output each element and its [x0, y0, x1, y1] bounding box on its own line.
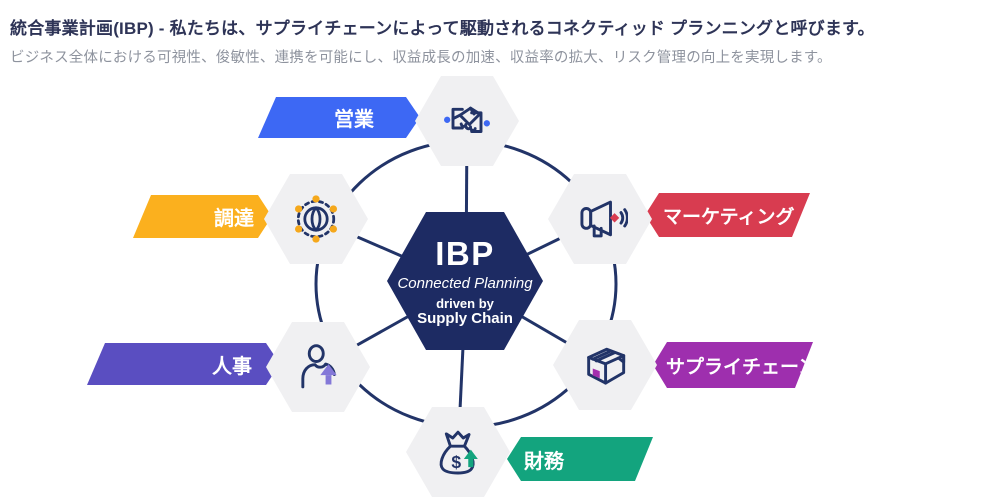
up-arrow: [320, 364, 337, 385]
accent-dot-right: [483, 120, 490, 127]
dept-label-hr: 人事: [87, 343, 280, 385]
ibp-acronym: IBP: [435, 234, 495, 272]
network-nodes: [295, 195, 337, 243]
megaphone-icon: [580, 200, 628, 238]
ibp-supply-chain-text: Supply Chain: [417, 310, 513, 328]
person-growth-icon: [301, 344, 337, 389]
hexagon-finance: $: [406, 407, 510, 497]
dept-label-procurement: 調達: [133, 195, 272, 238]
dollar-sign: $: [451, 452, 461, 472]
up-arrow: [463, 449, 478, 468]
page-title: 統合事業計画(IBP) - 私たちは、サプライチェーンによって駆動されるコネクテ…: [10, 19, 875, 38]
accent-square: [592, 368, 600, 379]
dept-label-finance: 財務: [507, 437, 653, 481]
dept-label-marketing: マーケティング: [645, 193, 810, 237]
package-box-icon: [587, 347, 626, 385]
hexagon-sales: [415, 76, 519, 166]
dept-label-supply-chain: サプライチェーン: [653, 342, 813, 388]
dept-label-sales: 営業: [258, 97, 420, 138]
hexagon-procurement: [264, 174, 368, 264]
hexagon-hr: [266, 322, 370, 412]
ibp-tagline: Connected Planning: [397, 274, 533, 292]
network-globe-icon: [295, 195, 337, 243]
page-subtitle: ビジネス全体における可視性、俊敏性、連携を可能にし、収益成長の加速、収益率の拡大…: [10, 50, 832, 66]
accent-dot-left: [444, 116, 451, 123]
money-bag-icon: $: [439, 430, 478, 475]
header: 統合事業計画(IBP) - 私たちは、サプライチェーンによって駆動されるコネクテ…: [10, 14, 990, 67]
ibp-center-hexagon: IBP Connected Planning driven by Supply …: [387, 212, 543, 350]
ibp-driven-by: driven by: [436, 295, 494, 311]
handshake-icon: [444, 106, 490, 133]
